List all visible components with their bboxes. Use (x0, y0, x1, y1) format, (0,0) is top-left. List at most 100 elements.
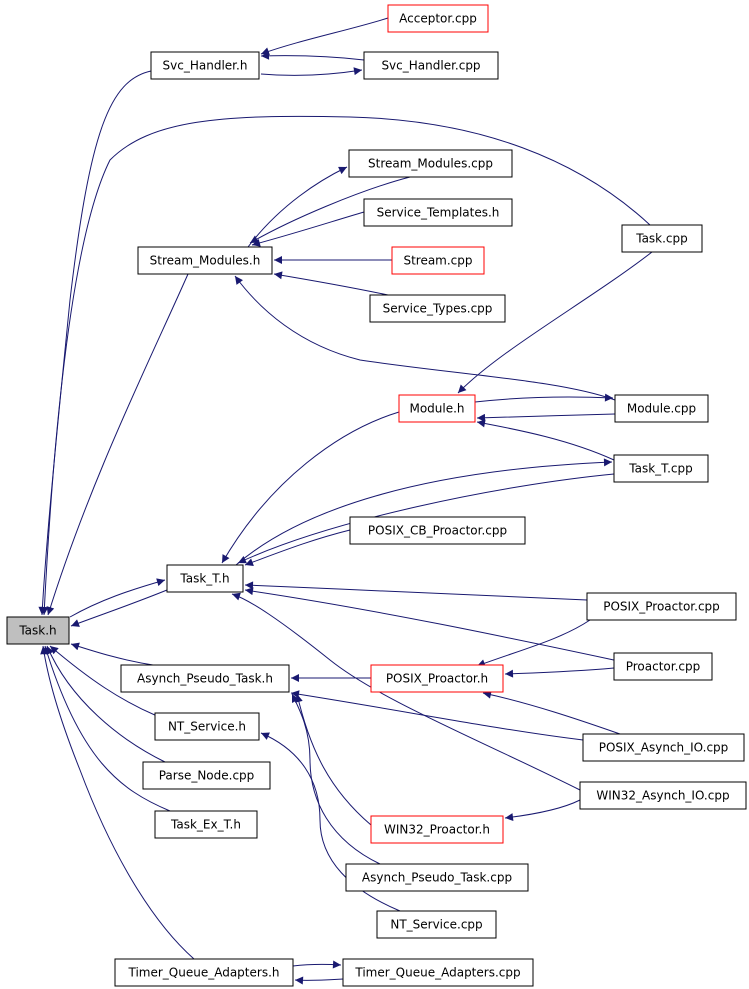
node-nt-service-h[interactable]: NT_Service.h (154, 712, 260, 741)
node-label: Timer_Queue_Adapters.cpp (354, 966, 520, 980)
node-timer-queue-adapters-cpp[interactable]: Timer_Queue_Adapters.cpp (342, 958, 534, 987)
node-box (349, 516, 526, 545)
node-box (166, 564, 244, 593)
node-acceptor-cpp[interactable]: Acceptor.cpp (387, 4, 489, 33)
edge-task-cpp-to-module-h (457, 251, 653, 394)
node-box (613, 652, 713, 681)
node-box (342, 958, 534, 987)
node-box (114, 958, 294, 987)
edge-task-h-to-task-t-h (69, 578, 166, 618)
node-label: Task.cpp (635, 232, 688, 246)
dependency-edges (38, 17, 653, 985)
node-stream-modules-cpp[interactable]: Stream_Modules.cpp (348, 149, 513, 178)
node-box (391, 246, 485, 275)
node-module-cpp[interactable]: Module.cpp (614, 394, 709, 423)
edge-service-templates-h-to-stream-modules-h (251, 211, 365, 247)
node-box (398, 394, 476, 423)
edge-proactor-cpp-to-posix-proactor-h (504, 667, 615, 678)
edge-task-t-h-to-task-t-cpp (235, 458, 613, 566)
node-box (120, 664, 290, 693)
edge-module-h-to-module-cpp (474, 393, 614, 403)
edge-win32-proactor-h-to-asynch-pseudo-task-h (294, 693, 372, 826)
edge-posix-proactor-cpp-to-posix-proactor-h (476, 619, 591, 667)
node-task-t-cpp[interactable]: Task_T.cpp (613, 454, 709, 483)
node-label: Parse_Node.cpp (159, 769, 255, 783)
edge-posix-cb-proactor-cpp-to-task-t-h (244, 529, 351, 566)
node-box (363, 51, 499, 80)
edge-timer-queue-adapters-cpp-to-timer-queue-adapters-h (294, 976, 344, 985)
edge-task-t-cpp-to-task-t-h (237, 473, 615, 564)
node-task-ex-t-h[interactable]: Task_Ex_T.h (154, 810, 258, 839)
node-service-types-cpp[interactable]: Service_Types.cpp (369, 294, 506, 323)
node-stream-modules-h[interactable]: Stream_Modules.h (137, 246, 273, 275)
node-label: WIN32_Asynch_IO.cpp (596, 789, 729, 803)
node-label: Svc_Handler.h (163, 59, 248, 73)
node-task-cpp[interactable]: Task.cpp (621, 224, 703, 253)
node-label: Proactor.cpp (626, 660, 701, 674)
node-box (345, 863, 529, 892)
edge-proactor-cpp-to-task-t-h (244, 587, 615, 661)
node-box (154, 712, 260, 741)
node-task-t-h[interactable]: Task_T.h (166, 564, 244, 593)
node-timer-queue-adapters-h[interactable]: Timer_Queue_Adapters.h (114, 958, 294, 987)
node-label: Acceptor.cpp (399, 12, 477, 26)
node-label: POSIX_Proactor.cpp (603, 600, 720, 614)
node-label: NT_Service.cpp (390, 918, 482, 932)
node-label: Task_T.h (179, 572, 229, 586)
edge-acceptor-cpp-to-svc-handler-h (260, 17, 389, 56)
node-box (6, 616, 70, 645)
node-asynch-pseudo-task-h[interactable]: Asynch_Pseudo_Task.h (120, 664, 290, 693)
node-posix-proactor-h[interactable]: POSIX_Proactor.h (370, 664, 504, 693)
node-label: Task_T.cpp (628, 462, 692, 476)
node-posix-cb-proactor-cpp[interactable]: POSIX_CB_Proactor.cpp (349, 516, 526, 545)
node-service-templates-h[interactable]: Service_Templates.h (363, 198, 513, 227)
node-box (142, 761, 271, 790)
node-box (582, 733, 745, 762)
edge-module-cpp-to-stream-modules-h (234, 275, 616, 401)
node-win32-asynch-io-cpp[interactable]: WIN32_Asynch_IO.cpp (579, 781, 747, 810)
node-svc-handler-h[interactable]: Svc_Handler.h (150, 51, 260, 80)
edge-posix-asynch-io-cpp-to-posix-proactor-h (482, 690, 621, 735)
node-proactor-cpp[interactable]: Proactor.cpp (613, 652, 713, 681)
edge-timer-queue-adapters-h-to-task-h (40, 645, 195, 960)
edge-stream-modules-cpp-to-stream-modules-h (249, 176, 411, 244)
node-asynch-pseudo-task-cpp[interactable]: Asynch_Pseudo_Task.cpp (345, 863, 529, 892)
node-label: Module.h (409, 402, 464, 416)
node-win32-proactor-h[interactable]: WIN32_Proactor.h (370, 815, 504, 844)
node-module-h[interactable]: Module.h (398, 394, 476, 423)
node-label: Svc_Handler.cpp (381, 59, 480, 73)
node-stream-cpp[interactable]: Stream.cpp (391, 246, 485, 275)
edge-task-t-cpp-to-module-h (476, 419, 615, 461)
node-box (579, 781, 747, 810)
node-box (614, 394, 709, 423)
edge-parse-node-cpp-to-task-h (46, 645, 166, 763)
node-label: Service_Types.cpp (383, 302, 493, 316)
node-box (376, 910, 497, 939)
edge-module-cpp-to-module-h (476, 413, 616, 422)
edge-stream-modules-h-to-stream-modules-cpp (247, 166, 348, 248)
edge-task-cpp-to-task-h (40, 115, 651, 616)
edge-svc-handler-h-to-task-h (38, 70, 152, 616)
node-parse-node-cpp[interactable]: Parse_Node.cpp (142, 761, 271, 790)
node-label: POSIX_Proactor.h (386, 672, 488, 686)
node-box (621, 224, 703, 253)
edge-asynch-pseudo-task-h-to-task-h (70, 642, 154, 666)
node-label: POSIX_CB_Proactor.cpp (368, 524, 507, 538)
edge-posix-proactor-cpp-to-task-t-h (244, 581, 588, 601)
file-nodes: Task.hSvc_Handler.hAcceptor.cppSvc_Handl… (6, 4, 747, 987)
node-label: Service_Templates.h (377, 206, 500, 220)
edge-timer-queue-adapters-h-to-timer-queue-adapters-cpp (292, 960, 342, 969)
node-box (370, 664, 504, 693)
node-label: Stream_Modules.h (150, 254, 261, 268)
node-posix-asynch-io-cpp[interactable]: POSIX_Asynch_IO.cpp (582, 733, 745, 762)
edge-posix-asynch-io-cpp-to-asynch-pseudo-task-h (290, 690, 584, 741)
edge-module-h-to-task-t-h (221, 411, 400, 564)
node-box (348, 149, 513, 178)
node-box (363, 198, 513, 227)
node-box (586, 592, 737, 621)
node-svc-handler-cpp[interactable]: Svc_Handler.cpp (363, 51, 499, 80)
node-nt-service-cpp[interactable]: NT_Service.cpp (376, 910, 497, 939)
node-posix-proactor-cpp[interactable]: POSIX_Proactor.cpp (586, 592, 737, 621)
node-label: Stream_Modules.cpp (368, 157, 493, 171)
